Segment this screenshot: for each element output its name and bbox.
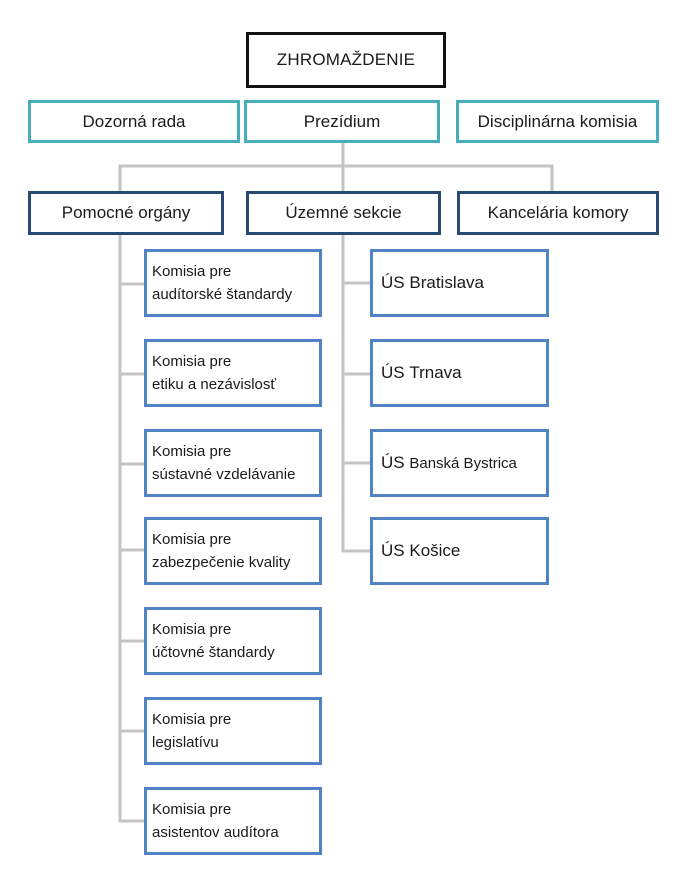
committee-line1: Komisia pre [152, 621, 232, 638]
committee-box-6: Komisia pre legislatívu [144, 697, 322, 765]
section-box-kosice: ÚS Košice [370, 517, 549, 585]
section-name: Košice [409, 541, 461, 560]
box-disciplinarna-komisia: Disciplinárna komisia [456, 100, 659, 143]
box-dozorna-rada: Dozorná rada [28, 100, 240, 143]
box-uzemne-sekcie-label: Územné sekcie [285, 203, 402, 222]
section-prefix: ÚS [381, 541, 405, 560]
committee-line1: Komisia pre [152, 801, 232, 818]
committee-box-7: Komisia pre asistentov audítora [144, 787, 322, 855]
section-box-trnava: ÚS Trnava [370, 339, 549, 407]
box-kancelaria-komory: Kancelária komory [457, 191, 659, 235]
box-uzemne-sekcie: Územné sekcie [246, 191, 441, 235]
box-prezidium-label: Prezídium [303, 111, 381, 131]
committee-box-2: Komisia pre etiku a nezávislosť [144, 339, 322, 407]
committee-line2: asistentov audítora [152, 824, 279, 841]
section-box-bratislava: ÚS Bratislava [370, 249, 549, 317]
committee-line2: zabezpečenie kvality [152, 554, 291, 571]
section-name: Bratislava [409, 273, 484, 292]
committee-line1: Komisia pre [152, 531, 232, 548]
committee-line2: účtovné štandardy [152, 644, 275, 661]
committee-box-3: Komisia pre sústavné vzdelávanie [144, 429, 322, 497]
section-name: Banská Bystrica [409, 454, 517, 472]
section-name: Trnava [409, 363, 462, 382]
committee-line1: Komisia pre [152, 263, 232, 280]
committee-line1: Komisia pre [152, 711, 232, 728]
box-kancelaria-komory-label: Kancelária komory [487, 203, 629, 222]
box-prezidium: Prezídium [244, 100, 440, 143]
committee-box-5: Komisia pre účtovné štandardy [144, 607, 322, 675]
root-label: ZHROMAŽDENIE [276, 50, 416, 69]
box-disciplinarna-komisia-label: Disciplinárna komisia [477, 111, 638, 131]
committee-line2: etiku a nezávislosť [152, 376, 277, 393]
root-box-zhromazdenie: ZHROMAŽDENIE [246, 32, 446, 88]
section-prefix: ÚS [381, 273, 405, 292]
committee-line1: Komisia pre [152, 443, 232, 460]
box-pomocne-organy-label: Pomocné orgány [61, 203, 191, 222]
section-prefix: ÚS [381, 453, 405, 472]
box-pomocne-organy: Pomocné orgány [28, 191, 224, 235]
box-dozorna-rada-label: Dozorná rada [82, 111, 186, 131]
section-prefix: ÚS [381, 363, 405, 382]
section-box-banska-bystrica: ÚS Banská Bystrica [370, 429, 549, 497]
committee-line1: Komisia pre [152, 353, 232, 370]
committee-box-1: Komisia pre audítorské štandardy [144, 249, 322, 317]
committee-line2: sústavné vzdelávanie [152, 466, 296, 483]
committee-line2: legislatívu [152, 734, 219, 751]
committee-box-4: Komisia pre zabezpečenie kvality [144, 517, 322, 585]
committee-line2: audítorské štandardy [152, 286, 293, 303]
